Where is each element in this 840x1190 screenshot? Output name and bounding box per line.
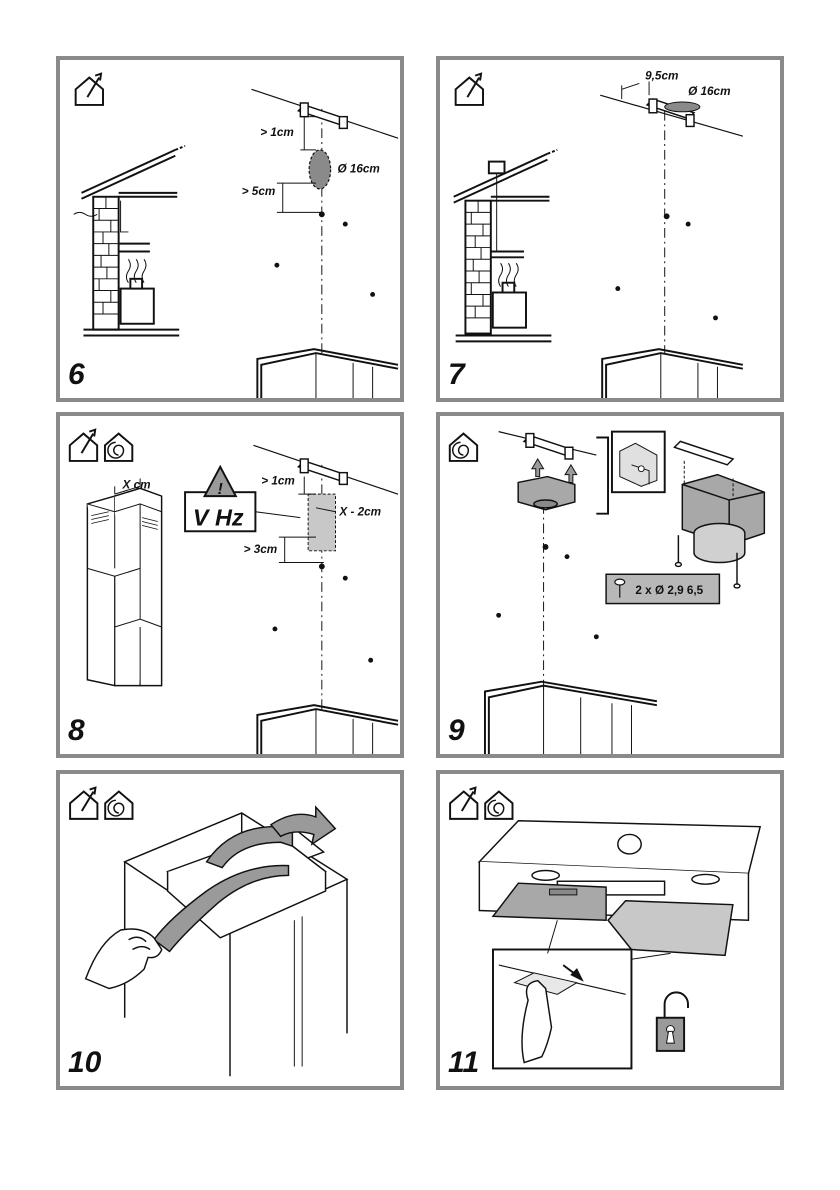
house-with-chimney [74,146,185,336]
step-9-illustration: 2 x Ø 2,9 6,5 [440,416,780,754]
step-number: 7 [448,360,465,390]
recirculating-house-icon [485,792,512,819]
ducted-house-icon [70,430,97,461]
chimney-cover [87,488,161,685]
ceiling-bracket [524,434,573,459]
ducted-house-icon [450,788,477,819]
filter-handle [550,889,577,895]
wall-screw-holes [615,213,718,320]
warning-exclamation-icon: ! [218,481,223,498]
ceiling-line [499,432,597,690]
step-number: 11 [448,1048,479,1078]
detail-callout [493,950,631,1069]
ducted-house-icon [70,788,97,819]
width-label: X cm [122,478,151,491]
duct-diameter-label: Ø 16cm [337,162,379,175]
spacing-label: 9,5cm [645,70,678,83]
duct-hole-marker [665,102,700,112]
ceiling-bracket [298,103,347,128]
recirculating-house-icon [450,434,477,461]
step-number: 8 [68,716,85,746]
panel-step-10: 10 [56,770,404,1090]
panel-step-6: > 1cm Ø 16cm > 5cm 6 [56,56,404,402]
chimney-footprint-marker [308,494,335,551]
step-8-illustration: ! X cm V Hz > 1cm X - 2cm > 3cm [60,416,400,754]
dimension-arrows [622,81,649,99]
gap-mid-label: > 3cm [244,543,278,556]
wall-screw-holes [496,544,599,639]
unlock-icon [657,992,688,1051]
step-10-illustration [60,774,400,1086]
panel-step-11: 11 [436,770,784,1090]
step-6-illustration: > 1cm Ø 16cm > 5cm [60,60,400,398]
assembled-deflector [674,441,764,562]
gap-mid-label: > 5cm [242,185,276,198]
step-number: 6 [68,360,85,390]
screw-spec-label: 2 x Ø 2,9 6,5 [635,584,703,597]
voltage-frequency-label: V Hz [193,504,244,530]
step-number: 10 [68,1048,101,1078]
detail-callout [596,432,664,514]
wall-screw-holes [274,211,375,296]
panel-step-7: 9,5cm Ø 16cm 7 [436,56,784,402]
step-number: 9 [448,716,465,746]
ducted-house-icon [456,74,483,105]
wall-screw-holes [272,564,373,663]
deflector-box [518,477,575,510]
ceiling-bracket [298,459,347,484]
ceiling-lines [600,95,743,353]
step-11-illustration [440,774,780,1086]
kitchen-cabinet [485,682,657,754]
kitchen-cabinet [257,349,398,398]
hand [86,929,162,988]
kitchen-cabinet [257,705,398,754]
gap-top-label: > 1cm [260,126,294,139]
grease-filter-right [608,901,733,956]
offset-label: X - 2cm [338,506,381,519]
duct-diameter-label: Ø 16cm [688,85,730,98]
gap-top-label: > 1cm [261,474,295,487]
recirculating-house-icon [105,792,132,819]
step-7-illustration: 9,5cm Ø 16cm [440,60,780,398]
panel-step-8: ! X cm V Hz > 1cm X - 2cm > 3cm [56,412,404,758]
kitchen-cabinet [602,349,743,398]
recirculating-house-icon [105,434,132,461]
ducted-house-icon [76,74,103,105]
house-with-chimney [454,150,558,341]
panel-step-9: 2 x Ø 2,9 6,5 9 [436,412,784,758]
